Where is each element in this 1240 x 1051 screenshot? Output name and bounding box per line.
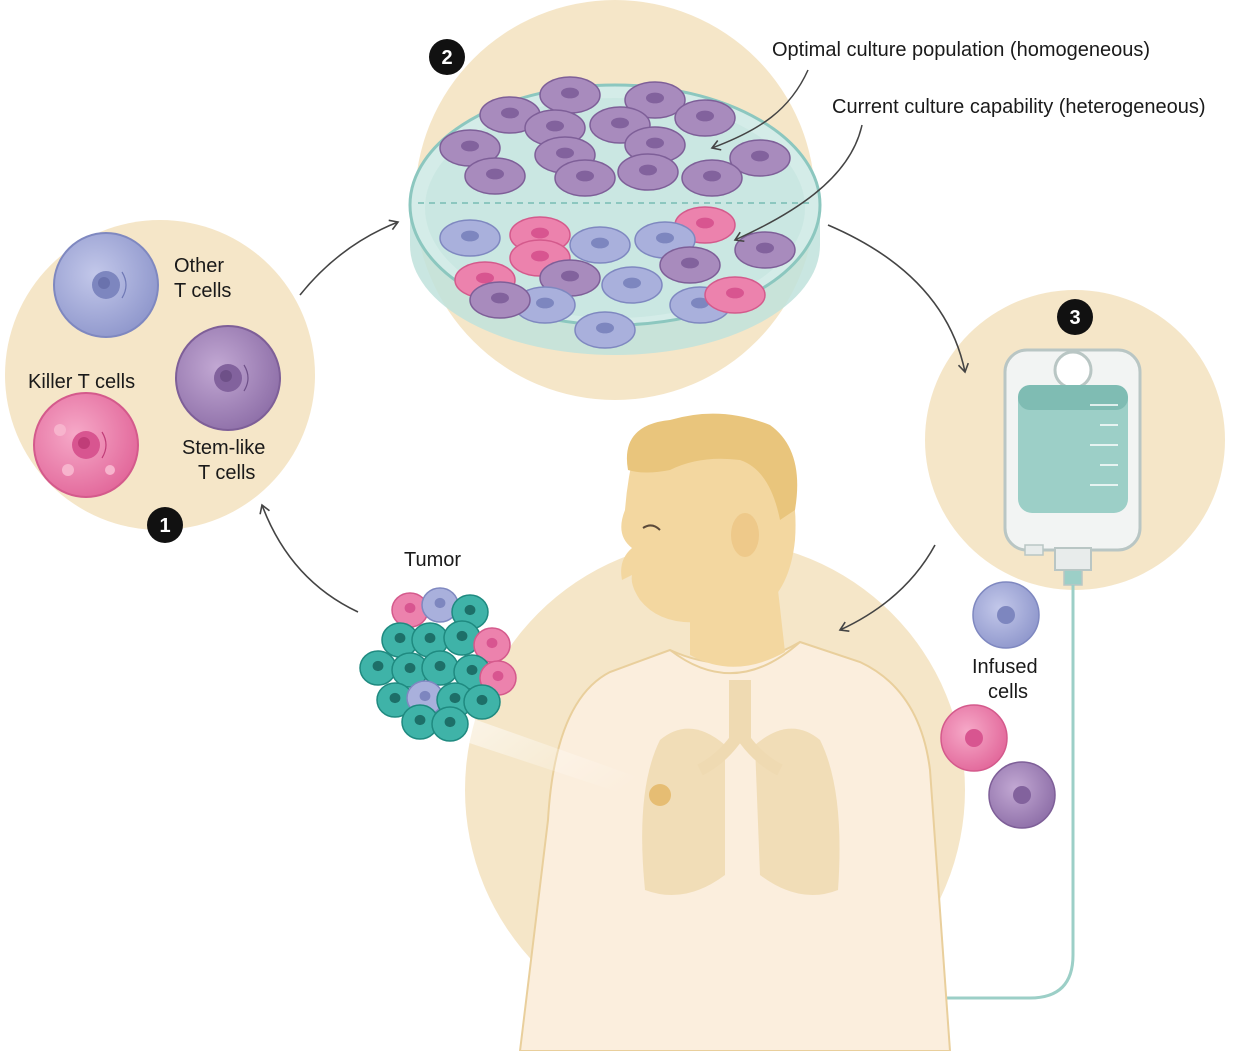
culture-cell-mixed bbox=[470, 282, 530, 318]
culture-cell-stem-like bbox=[465, 158, 525, 194]
tumor-cell bbox=[464, 685, 500, 719]
culture-cell-mixed bbox=[570, 227, 630, 263]
step3-badge: 3 bbox=[1057, 299, 1093, 335]
killer-t-cell bbox=[34, 393, 138, 497]
stem-like-t-cell bbox=[176, 326, 280, 430]
step2-badge: 2 bbox=[429, 39, 465, 75]
stem-like-t-cells-label-line2: T cells bbox=[198, 462, 255, 484]
svg-text:1: 1 bbox=[159, 515, 170, 537]
iv-bag bbox=[1005, 350, 1140, 585]
optimal-culture-label: Optimal culture population (homogeneous) bbox=[772, 39, 1150, 61]
other-t-cell bbox=[54, 233, 158, 337]
stem-like-t-cells-label-line1: Stem-like bbox=[182, 437, 265, 459]
other-t-cells-label-line2: T cells bbox=[174, 280, 231, 302]
svg-text:2: 2 bbox=[441, 47, 452, 69]
arrow-step1-to-step2 bbox=[300, 222, 398, 295]
culture-cell-mixed bbox=[735, 232, 795, 268]
culture-cell-mixed bbox=[575, 312, 635, 348]
tumor-label: Tumor bbox=[404, 549, 461, 571]
petri-dish bbox=[410, 77, 820, 355]
infused-killer-t-cell bbox=[941, 705, 1007, 771]
infused-stem-like-t-cell bbox=[989, 762, 1055, 828]
other-t-cells-label-line1: Other bbox=[174, 255, 224, 277]
svg-text:3: 3 bbox=[1069, 307, 1080, 329]
arrow-tumor-to-step1 bbox=[262, 505, 358, 612]
step1-badge: 1 bbox=[147, 507, 183, 543]
patient bbox=[520, 414, 950, 1051]
culture-cell-mixed bbox=[660, 247, 720, 283]
culture-cell-mixed bbox=[602, 267, 662, 303]
infused-cells-label-line1: Infused bbox=[972, 656, 1038, 678]
culture-cell-stem-like bbox=[555, 160, 615, 196]
culture-cell-stem-like bbox=[618, 154, 678, 190]
infused-cells-label-line2: cells bbox=[988, 681, 1028, 703]
current-culture-label: Current culture capability (heterogeneou… bbox=[832, 96, 1206, 118]
culture-cell-stem-like bbox=[540, 77, 600, 113]
tumor-cell bbox=[422, 651, 458, 685]
tumor-cell bbox=[432, 707, 468, 741]
culture-cell-stem-like bbox=[675, 100, 735, 136]
left-lung bbox=[642, 729, 725, 895]
culture-cell-mixed bbox=[440, 220, 500, 256]
tumor-cell bbox=[360, 651, 396, 685]
infused-other-t-cell bbox=[973, 582, 1039, 648]
killer-t-cells-label: Killer T cells bbox=[28, 371, 135, 393]
culture-cell-mixed bbox=[705, 277, 765, 313]
arrow-step2-to-step3 bbox=[828, 225, 965, 372]
culture-cell-stem-like bbox=[682, 160, 742, 196]
